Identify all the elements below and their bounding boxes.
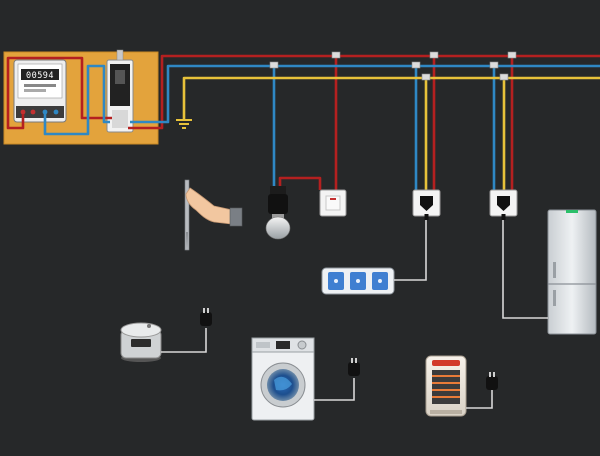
washing-machine-icon <box>251 337 315 421</box>
earth-wire <box>182 76 600 190</box>
meter-reading: 00594 <box>26 71 54 81</box>
hand-with-test-pen-icon <box>184 179 243 252</box>
electricity-meter-icon: 00594 <box>13 59 67 123</box>
electric-heater-icon <box>425 355 467 417</box>
plug-icon <box>348 358 360 376</box>
neutral-wire <box>43 64 600 190</box>
rice-cooker-icon <box>120 322 162 362</box>
appliance-cables <box>161 220 548 409</box>
plug-icon <box>200 308 212 326</box>
plug-icon <box>486 372 498 390</box>
refrigerator-icon <box>547 209 597 335</box>
wall-socket-icon <box>412 189 441 220</box>
wall-switch-icon <box>319 189 347 217</box>
ground-symbol-icon <box>176 119 192 129</box>
wire-junctions <box>269 51 517 81</box>
wall-socket-icon <box>489 189 518 220</box>
light-bulb-icon <box>265 186 291 240</box>
power-strip-icon <box>321 267 395 295</box>
circuit-breaker-icon <box>106 49 134 133</box>
